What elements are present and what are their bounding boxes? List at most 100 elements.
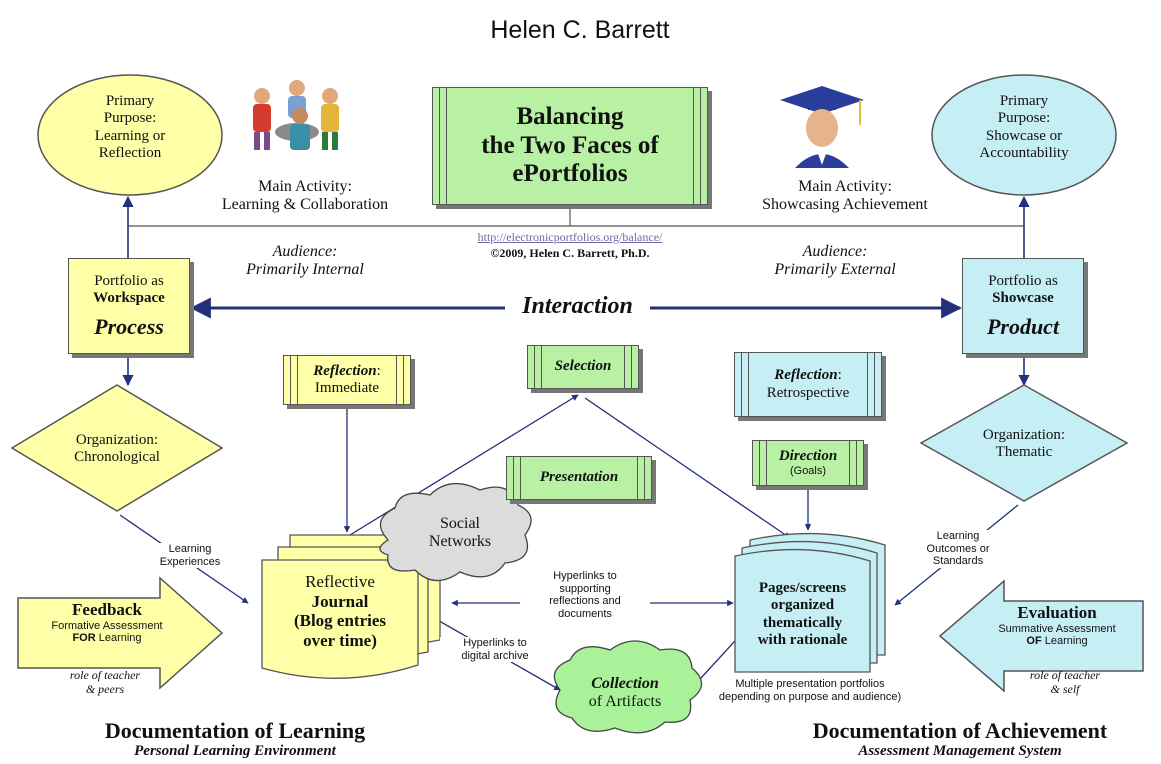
social-line: Networks bbox=[428, 533, 492, 551]
reflection-immediate-bold: Reflection bbox=[313, 362, 377, 379]
left-org-line: Chronological bbox=[74, 449, 160, 466]
pages-line: thematically bbox=[762, 614, 843, 631]
left-audience: Audience: Primarily Internal bbox=[205, 243, 405, 280]
right-org-line: Thematic bbox=[995, 444, 1053, 461]
right-role-note: role of teacher & self bbox=[1000, 668, 1130, 697]
right-audience-line: Primarily External bbox=[774, 261, 896, 279]
reflective-journal-text: Reflective Journal (Blog entries over ti… bbox=[262, 572, 418, 650]
evaluation-title: Evaluation bbox=[1017, 603, 1097, 622]
left-organization-text: Organization: Chronological bbox=[42, 432, 192, 467]
outcomes-line: Outcomes or bbox=[926, 542, 990, 555]
left-purpose-line: Purpose: bbox=[103, 110, 157, 127]
right-activity-line: Main Activity: bbox=[798, 178, 892, 195]
multiple-line: depending on purpose and audience) bbox=[718, 690, 902, 703]
pages-line: Pages/screens bbox=[758, 580, 847, 596]
hyperlinks-supporting-label: Hyperlinks to supporting reflections and… bbox=[520, 570, 650, 621]
archive-line: digital archive bbox=[461, 649, 529, 662]
right-purpose-line: Purpose: bbox=[997, 110, 1051, 127]
left-org-line: Organization: bbox=[75, 432, 159, 448]
source-url-link[interactable]: http://electronicportfolios.org/balance/ bbox=[477, 230, 663, 244]
product-label: Product bbox=[986, 313, 1060, 339]
experiences-line: Learning bbox=[168, 543, 212, 555]
left-footer-title: Documentation of Learning bbox=[104, 718, 366, 743]
right-purpose-text: Primary Purpose: Showcase or Accountabil… bbox=[954, 93, 1094, 162]
interaction-label: Interaction bbox=[522, 293, 633, 319]
journal-line: (Blog entries bbox=[293, 611, 387, 631]
hyperlinks-line: documents bbox=[558, 607, 612, 620]
right-main-activity: Main Activity: Showcasing Achievement bbox=[720, 178, 970, 215]
showcase-line-2: Showcase bbox=[992, 290, 1054, 307]
pages-line: organized bbox=[770, 597, 835, 614]
evaluation-of: OF bbox=[1026, 635, 1042, 648]
left-organization-diamond bbox=[10, 384, 224, 512]
social-line: Social bbox=[440, 515, 480, 532]
journal-line: over time) bbox=[303, 630, 377, 650]
multiple-line: Multiple presentation portfolios bbox=[735, 678, 885, 690]
reflection-immediate-box: Reflection: Immediate bbox=[283, 355, 411, 405]
direction-label: Direction bbox=[778, 448, 838, 465]
right-role-line: role of teacher bbox=[1029, 668, 1101, 682]
collection-line-1: Collection bbox=[591, 675, 659, 692]
learning-outcomes-label: Learning Outcomes or Standards bbox=[908, 530, 1008, 568]
graduate-illustration bbox=[780, 86, 864, 168]
right-footer: Documentation of Achievement Assessment … bbox=[760, 718, 1160, 761]
feedback-line: Formative Assessment bbox=[51, 619, 163, 632]
right-footer-title: Documentation of Achievement bbox=[812, 718, 1108, 743]
collection-cloud bbox=[553, 640, 703, 734]
left-purpose-ellipse bbox=[37, 74, 223, 196]
feedback-arrow bbox=[17, 576, 224, 690]
hyperlinks-line: reflections and bbox=[549, 595, 621, 608]
right-org-line: Organization: bbox=[982, 427, 1066, 443]
collection-line-2: of Artifacts bbox=[588, 693, 662, 711]
title-line-3: ePortfolios bbox=[512, 160, 628, 188]
showcase-portfolio-box: Portfolio as Showcase Product bbox=[962, 258, 1084, 354]
pages-line: with rationale bbox=[757, 631, 848, 648]
left-main-activity: Main Activity: Learning & Collaboration bbox=[180, 178, 430, 215]
goals-label: (Goals) bbox=[789, 465, 827, 478]
left-role-note: role of teacher & peers bbox=[40, 668, 170, 697]
feedback-text: Feedback Formative Assessment FOR Learni… bbox=[22, 600, 192, 645]
right-organization-diamond bbox=[919, 384, 1129, 502]
presentation-label: Presentation bbox=[539, 469, 619, 486]
journal-line: Journal bbox=[311, 591, 369, 611]
workspace-line-2: Workspace bbox=[93, 290, 165, 307]
outcomes-line: Learning bbox=[936, 530, 980, 542]
left-audience-line: Audience: bbox=[272, 243, 338, 260]
right-audience: Audience: Primarily External bbox=[735, 243, 935, 280]
title-line-1: Balancing bbox=[516, 102, 624, 130]
right-role-line: & self bbox=[1050, 681, 1080, 696]
author-name: Helen C. Barrett bbox=[490, 16, 670, 44]
selection-label: Selection bbox=[554, 358, 612, 375]
reflection-retro-line2: Retrospective bbox=[766, 384, 850, 401]
right-footer-subtitle: Assessment Management System bbox=[858, 743, 1062, 760]
selection-box: Selection bbox=[527, 345, 639, 389]
journal-pages bbox=[261, 534, 441, 679]
pages-screens-stack bbox=[734, 532, 886, 673]
reflection-immediate-colon: : bbox=[376, 362, 381, 379]
right-purpose-line: Primary bbox=[999, 93, 1049, 109]
hyperlinks-line: Hyperlinks to bbox=[553, 570, 617, 582]
reflection-retro-bold: Reflection bbox=[774, 367, 838, 384]
reflection-retrospective-box: Reflection: Retrospective bbox=[734, 352, 882, 417]
copyright: ©2009, Helen C. Barrett, Ph.D. bbox=[490, 246, 650, 260]
multiple-portfolios-note: Multiple presentation portfolios dependi… bbox=[700, 678, 920, 703]
left-purpose-line: Primary bbox=[105, 93, 155, 109]
left-activity-line: Learning & Collaboration bbox=[221, 196, 389, 214]
social-networks-text: Social Networks bbox=[400, 515, 520, 552]
right-activity-line: Showcasing Achievement bbox=[762, 196, 928, 214]
pages-screens-text: Pages/screens organized thematically wit… bbox=[735, 580, 870, 649]
left-footer: Documentation of Learning Personal Learn… bbox=[40, 718, 430, 761]
feedback-for: FOR bbox=[72, 632, 96, 645]
right-audience-line: Audience: bbox=[802, 243, 868, 260]
right-organization-text: Organization: Thematic bbox=[949, 427, 1099, 462]
source-url[interactable]: http://electronicportfolios.org/balance/ bbox=[440, 230, 700, 245]
left-role-line: role of teacher bbox=[69, 668, 141, 682]
collection-text: Collection of Artifacts bbox=[560, 675, 690, 712]
reflection-retro-colon: : bbox=[837, 367, 842, 384]
presentation-box: Presentation bbox=[506, 456, 652, 500]
left-audience-line: Primarily Internal bbox=[246, 261, 364, 279]
title-line-2: the Two Faces of bbox=[481, 131, 659, 159]
collaboration-illustration bbox=[253, 80, 339, 150]
evaluation-text: Evaluation Summative Assessment OF Learn… bbox=[972, 603, 1142, 648]
